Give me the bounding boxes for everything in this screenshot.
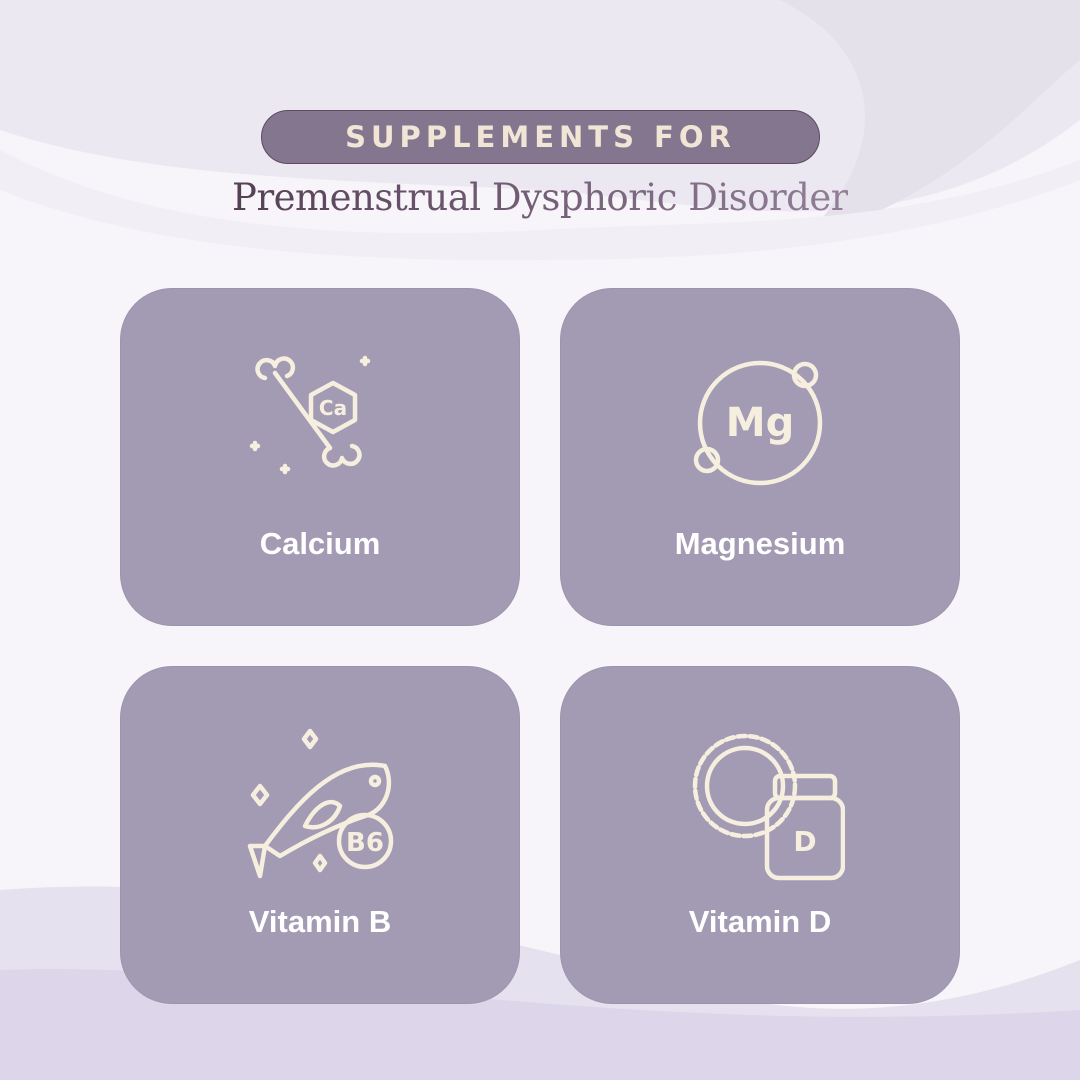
card-vitamin-b: B6 Vitamin B <box>120 666 520 1004</box>
svg-text:Mg: Mg <box>726 400 794 446</box>
svg-text:D: D <box>793 825 816 858</box>
svg-text:B6: B6 <box>346 828 384 858</box>
subtitle-text: SUPPLEMENTS FOR <box>345 120 736 154</box>
card-calcium: Ca Calcium <box>120 288 520 626</box>
page-title: Premenstrual Dysphoric Disorder <box>232 176 848 219</box>
card-vitamin-d: D Vitamin D <box>560 666 960 1004</box>
card-label: Calcium <box>259 526 381 561</box>
sun-bottle-icon: D <box>692 733 845 881</box>
calcium-bone-icon: Ca <box>249 355 371 475</box>
svg-text:Ca: Ca <box>319 396 347 420</box>
magnesium-atom-icon: Mg <box>693 360 823 486</box>
card-label: Magnesium <box>674 526 846 561</box>
card-magnesium: Mg Magnesium <box>560 288 960 626</box>
subtitle-badge: SUPPLEMENTS FOR <box>261 110 820 164</box>
card-label: Vitamin B <box>248 904 392 939</box>
fish-b6-icon: B6 <box>247 728 394 879</box>
card-label: Vitamin D <box>688 904 832 939</box>
